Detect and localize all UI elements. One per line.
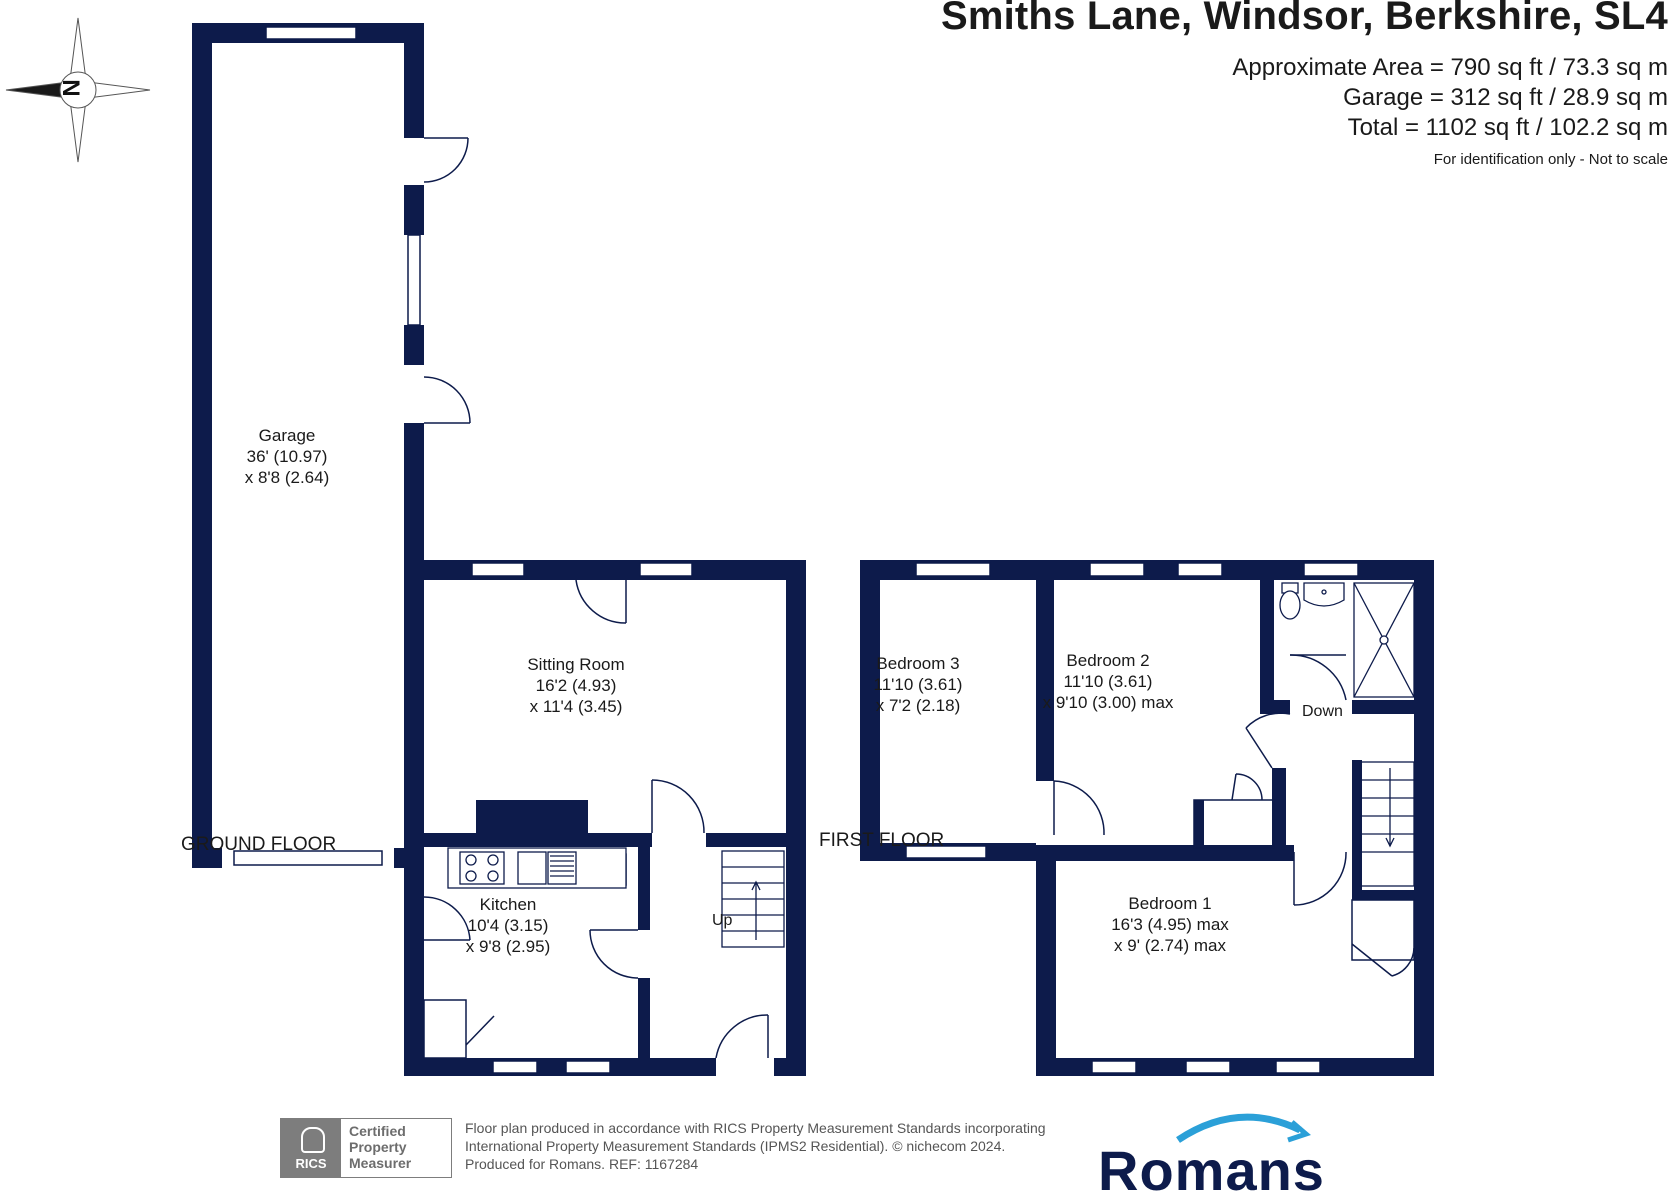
footnote-line: Produced for Romans. REF: 1167284 bbox=[465, 1156, 699, 1172]
brand-swoosh bbox=[1176, 1113, 1311, 1143]
page-title: Smiths Lane, Windsor, Berkshire, SL4 bbox=[940, 0, 1668, 38]
compass bbox=[5, 17, 151, 163]
badge-line: Certified bbox=[349, 1123, 406, 1139]
footnote-line: Floor plan produced in accordance with R… bbox=[465, 1120, 1046, 1136]
area-garage: Garage = 312 sq ft / 28.9 sq m bbox=[1343, 84, 1668, 111]
rics-lion-icon bbox=[301, 1127, 325, 1153]
room-dim: x 8'8 (2.64) bbox=[244, 468, 330, 487]
room-label-kitchen: Kitchen 10'4 (3.15) x 9'8 (2.95) bbox=[466, 894, 551, 957]
bathroom-fittings bbox=[1279, 582, 1415, 698]
garage-windows bbox=[233, 26, 421, 866]
stairs-down-label: Down bbox=[1302, 703, 1343, 720]
room-dim: x 11'4 (3.45) bbox=[529, 697, 623, 716]
area-total: Total = 1102 sq ft / 102.2 sq m bbox=[1347, 114, 1668, 141]
rics-badge-text: Certified Property Measurer bbox=[349, 1123, 411, 1171]
ground-floor-label: GROUND FLOOR bbox=[181, 834, 337, 855]
compass-north-letter: N bbox=[58, 79, 86, 97]
room-name: Bedroom 1 bbox=[1128, 894, 1212, 913]
badge-line: Property bbox=[349, 1139, 407, 1155]
garage-doors bbox=[423, 137, 471, 424]
room-label-bedroom-2: Bedroom 2 11'10 (3.61) x 9'10 (3.00) max bbox=[1043, 650, 1174, 713]
badge-line: Measurer bbox=[349, 1155, 412, 1171]
room-dim: 16'3 (4.95) max bbox=[1111, 915, 1229, 934]
rics-badge: RICS Certified Property Measurer bbox=[280, 1118, 452, 1178]
room-dim: 11'10 (3.61) bbox=[873, 675, 963, 694]
brand-logo: Romans bbox=[1098, 1139, 1325, 1202]
rics-logo-text: RICS bbox=[295, 1156, 327, 1171]
room-name: Sitting Room bbox=[527, 655, 625, 674]
ground-floor-windows bbox=[471, 562, 693, 1074]
first-floor-windows bbox=[905, 562, 1359, 1074]
kitchen-units bbox=[447, 847, 627, 889]
rics-logo: RICS bbox=[281, 1119, 341, 1177]
room-name: Kitchen bbox=[479, 895, 537, 914]
scale-disclaimer: For identification only - Not to scale bbox=[1433, 151, 1668, 168]
first-floor-walls bbox=[860, 560, 1434, 1076]
room-dim: x 9'10 (3.00) max bbox=[1042, 693, 1174, 712]
room-dim: 36' (10.97) bbox=[246, 447, 328, 466]
ground-stairs bbox=[721, 850, 785, 948]
room-dim: 16'2 (4.93) bbox=[535, 676, 617, 695]
room-dim: x 7'2 (2.18) bbox=[875, 696, 961, 715]
room-dim: 11'10 (3.61) bbox=[1063, 672, 1153, 691]
room-label-garage: Garage 36' (10.97) x 8'8 (2.64) bbox=[245, 425, 330, 488]
room-label-sitting-room: Sitting Room 16'2 (4.93) x 11'4 (3.45) bbox=[527, 654, 624, 717]
area-approximate: Approximate Area = 790 sq ft / 73.3 sq m bbox=[1232, 54, 1668, 81]
first-floor-doors bbox=[1053, 654, 1415, 977]
room-name: Garage bbox=[258, 426, 316, 445]
room-label-bedroom-3: Bedroom 3 11'10 (3.61) x 7'2 (2.18) bbox=[874, 653, 963, 716]
room-name: Bedroom 2 bbox=[1066, 651, 1150, 670]
room-name: Bedroom 3 bbox=[876, 654, 960, 673]
room-dim: 10'4 (3.15) bbox=[467, 916, 549, 935]
footnote: Floor plan produced in accordance with R… bbox=[465, 1119, 1046, 1173]
first-stairs bbox=[1359, 761, 1415, 887]
room-dim: x 9' (2.74) max bbox=[1114, 936, 1226, 955]
room-label-bedroom-1: Bedroom 1 16'3 (4.95) max x 9' (2.74) ma… bbox=[1111, 893, 1229, 956]
first-floor-label: FIRST FLOOR bbox=[819, 830, 945, 851]
ground-floor-doors bbox=[423, 579, 769, 1059]
ground-floor-walls bbox=[404, 560, 806, 1076]
room-dim: x 9'8 (2.95) bbox=[465, 937, 551, 956]
stairs-up-label: Up bbox=[712, 912, 733, 929]
footnote-line: International Property Measurement Stand… bbox=[465, 1138, 1006, 1154]
